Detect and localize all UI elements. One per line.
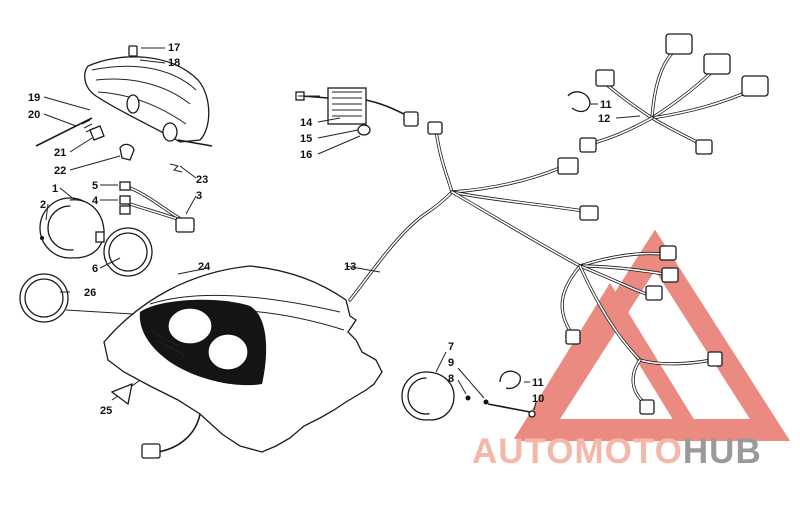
callout-1: 1 xyxy=(52,183,58,195)
callout-8: 8 xyxy=(448,373,454,385)
callout-22: 22 xyxy=(54,165,66,177)
callout-11-lower: 11 xyxy=(532,377,544,389)
headlight-assembly xyxy=(35,45,213,173)
watermark-auto: AUTO xyxy=(472,432,575,471)
callout-20: 20 xyxy=(28,109,40,121)
instrument-pod xyxy=(103,265,383,459)
watermark-logo: AUTOMOTOHUB xyxy=(472,432,794,472)
gauge-right xyxy=(401,351,537,421)
callout-labels: 17 18 19 20 21 22 23 1 2 5 4 3 6 26 24 2… xyxy=(28,42,612,417)
main-wiring-harness xyxy=(345,121,723,415)
callout-9: 9 xyxy=(448,357,454,369)
gauge-harness xyxy=(119,181,195,233)
callout-15: 15 xyxy=(300,133,312,145)
callout-19: 19 xyxy=(28,92,40,104)
upper-harness xyxy=(567,33,769,155)
watermark-triangle-icon xyxy=(513,229,791,441)
callout-3: 3 xyxy=(196,190,202,202)
callout-10: 10 xyxy=(532,393,544,405)
callout-6: 6 xyxy=(92,263,98,275)
watermark-moto: MOTO xyxy=(574,432,683,471)
callout-16: 16 xyxy=(300,149,312,161)
callout-12: 12 xyxy=(598,113,610,125)
callout-7: 7 xyxy=(448,341,454,353)
callout-23: 23 xyxy=(196,174,208,186)
callout-13: 13 xyxy=(344,261,356,273)
callout-25: 25 xyxy=(100,405,112,417)
callout-24: 24 xyxy=(198,261,211,273)
callout-14: 14 xyxy=(300,117,313,129)
callout-4: 4 xyxy=(92,195,99,207)
voltage-regulator xyxy=(295,87,419,155)
callout-11-upper: 11 xyxy=(600,99,612,111)
callout-21: 21 xyxy=(54,147,66,159)
callout-5: 5 xyxy=(92,180,98,192)
callout-18: 18 xyxy=(168,57,180,69)
callout-2: 2 xyxy=(40,199,46,211)
callout-26: 26 xyxy=(84,287,96,299)
gauge-left xyxy=(19,197,153,323)
callout-leaders-headlight xyxy=(43,47,197,179)
callout-17: 17 xyxy=(168,42,180,54)
watermark-hub: HUB xyxy=(682,432,762,471)
